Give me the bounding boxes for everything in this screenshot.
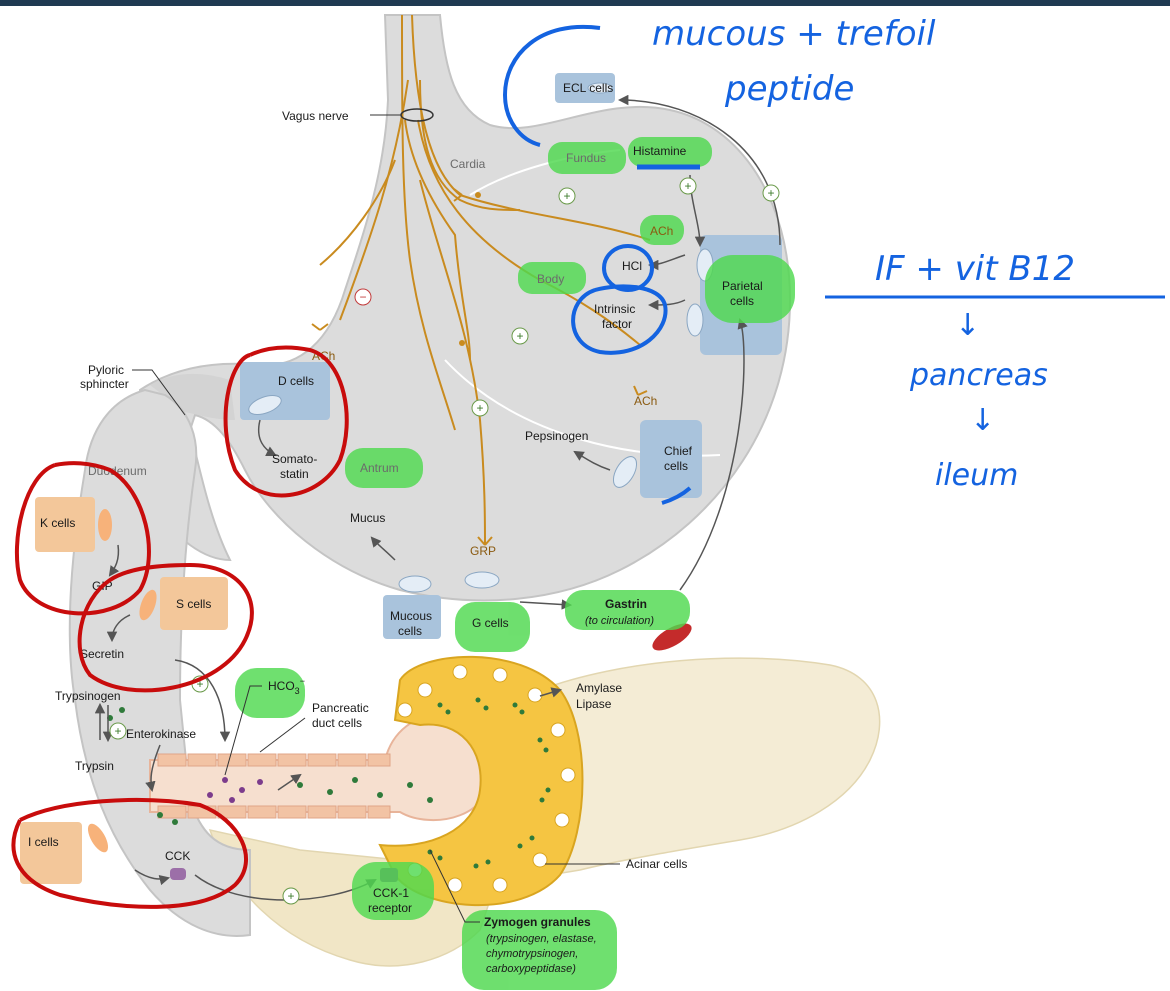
- pancreatic-duct-label-1: Pancreatic: [312, 701, 369, 715]
- parietal-label-2: cells: [730, 294, 754, 308]
- ach-label-1: ACh: [650, 224, 673, 238]
- ach-label-3: ACh: [634, 394, 657, 408]
- fundus-label: Fundus: [566, 151, 606, 165]
- pyloric-label-1: Pyloric: [88, 363, 124, 377]
- parietal-label-1: Parietal: [722, 279, 763, 293]
- handwritten-line2: peptide: [724, 69, 854, 109]
- somatostatin-label-2: statin: [280, 467, 309, 481]
- secretin-label: Secretin: [80, 647, 124, 661]
- trypsin-label: Trypsin: [75, 759, 114, 773]
- parietal-cell-2: [687, 304, 703, 336]
- zymogen-note-3: carboxypeptidase): [486, 963, 576, 975]
- duct-cells-top: [158, 754, 390, 766]
- k-cells-label: K cells: [40, 516, 75, 530]
- svg-text:+: +: [287, 889, 294, 903]
- mucous-label-1: Mucous: [390, 609, 432, 623]
- svg-text:+: +: [114, 724, 121, 738]
- pancreatic-duct-label-2: duct cells: [312, 716, 362, 730]
- handwritten-arrow2: ↓: [970, 403, 995, 438]
- zymogen-note-2: chymotrypsinogen,: [486, 948, 578, 960]
- cck1-label-1: CCK-1: [373, 886, 409, 900]
- cck-molecule: [170, 868, 186, 880]
- i-cell: [84, 821, 112, 856]
- pyloric-label-2: sphincter: [80, 377, 129, 391]
- svg-text:−: −: [359, 290, 366, 304]
- histamine-label: Histamine: [633, 144, 687, 158]
- cardia-label: Cardia: [450, 157, 486, 171]
- pepsinogen-label: Pepsinogen: [525, 429, 588, 443]
- d-cells-label: D cells: [278, 374, 314, 388]
- mucus-label: Mucus: [350, 511, 385, 525]
- cck-label: CCK: [165, 849, 190, 863]
- pancreatic-duct-leader: [260, 718, 305, 752]
- amylase-label: Amylase: [576, 681, 622, 695]
- grp-label: GRP: [470, 544, 496, 558]
- i-cells-box: [20, 822, 82, 884]
- svg-text:+: +: [684, 179, 691, 193]
- ecl-cells-label: ECL cells: [563, 81, 613, 95]
- chief-label-2: cells: [664, 459, 688, 473]
- svg-text:+: +: [767, 186, 774, 200]
- trypsinogen-label: Trypsinogen: [55, 689, 121, 703]
- handwritten-line1: mucous + trefoil: [652, 14, 936, 54]
- ach-ending-pylorus: [312, 324, 328, 330]
- intrinsic-label-2: factor: [602, 317, 632, 331]
- g-cell: [465, 572, 499, 588]
- handwritten-if-vit: IF + vit B12: [875, 249, 1075, 289]
- vagus-nerve-label: Vagus nerve: [282, 109, 349, 123]
- zymogen-note-1: (trypsinogen, elastase,: [486, 933, 597, 945]
- gastrin-note: (to circulation): [585, 615, 654, 627]
- nerve-node-1: [475, 192, 481, 198]
- acinar-cells-label: Acinar cells: [626, 857, 687, 871]
- body-label: Body: [537, 272, 564, 286]
- cck1-label-2: receptor: [368, 901, 412, 915]
- svg-text:+: +: [563, 189, 570, 203]
- handwritten-pancreas: pancreas: [909, 358, 1048, 393]
- gastrin-label: Gastrin: [605, 597, 647, 611]
- hcl-label: HCl: [622, 259, 642, 273]
- chief-label-1: Chief: [664, 444, 693, 458]
- k-cell: [98, 509, 112, 541]
- svg-text:+: +: [516, 329, 523, 343]
- g-cells-label: G cells: [472, 616, 509, 630]
- enterokinase-label: Enterokinase: [126, 727, 196, 741]
- handwritten-ileum: ileum: [935, 458, 1018, 493]
- duct-cells-bottom: [158, 806, 390, 818]
- i-cells-label: I cells: [28, 835, 59, 849]
- mucous-label-2: cells: [398, 624, 422, 638]
- zymogen-label: Zymogen granules: [484, 915, 591, 929]
- svg-text:+: +: [476, 401, 483, 415]
- nerve-node-2: [459, 340, 465, 346]
- handwritten-arrow1: ↓: [955, 308, 980, 343]
- somatostatin-label-1: Somato-: [272, 452, 317, 466]
- lipase-label: Lipase: [576, 697, 612, 711]
- mucous-cell: [399, 576, 431, 592]
- antrum-label: Antrum: [360, 461, 399, 475]
- intrinsic-label-1: Intrinsic: [594, 302, 635, 316]
- s-cells-label: S cells: [176, 597, 211, 611]
